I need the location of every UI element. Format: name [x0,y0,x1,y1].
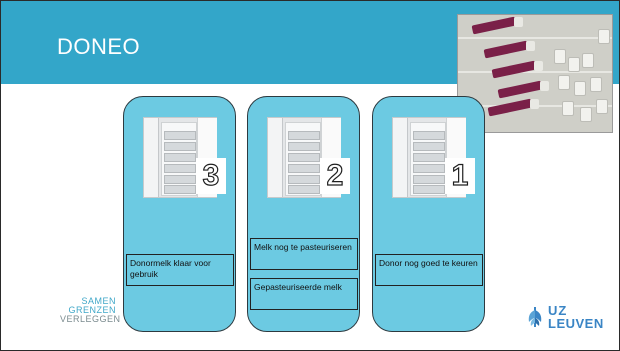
freezer-image: 3 [143,117,217,198]
freezer-number: 1 [445,158,475,194]
label-pasteurized: Gepasteuriseerde melk [250,278,358,310]
freezer-image: 1 [392,117,466,198]
label-donor-approval: Donor nog goed te keuren [375,254,483,286]
freezer-number: 3 [196,158,226,194]
label-ready: Donormelk klaar voor gebruik [126,254,234,286]
slide-title: DONEO [57,34,140,60]
uz-leuven-mark-icon [526,306,544,328]
uz-leuven-logo: UZ LEUVEN [526,304,596,334]
samen-grenzen-verleggen-logo: SAMEN GRENZEN VERLEGGEN [60,297,116,324]
freezer-image: 2 [267,117,341,198]
column-ready: 3 Donormelk klaar voor gebruik [123,96,236,332]
label-to-pasteurize: Melk nog te pasteuriseren [250,238,358,270]
column-to-pasteurize: 2 Melk nog te pasteuriseren Gepasteurise… [247,96,360,332]
freezer-number: 2 [320,158,350,194]
column-donor-approval: 1 Donor nog goed te keuren [372,96,485,332]
